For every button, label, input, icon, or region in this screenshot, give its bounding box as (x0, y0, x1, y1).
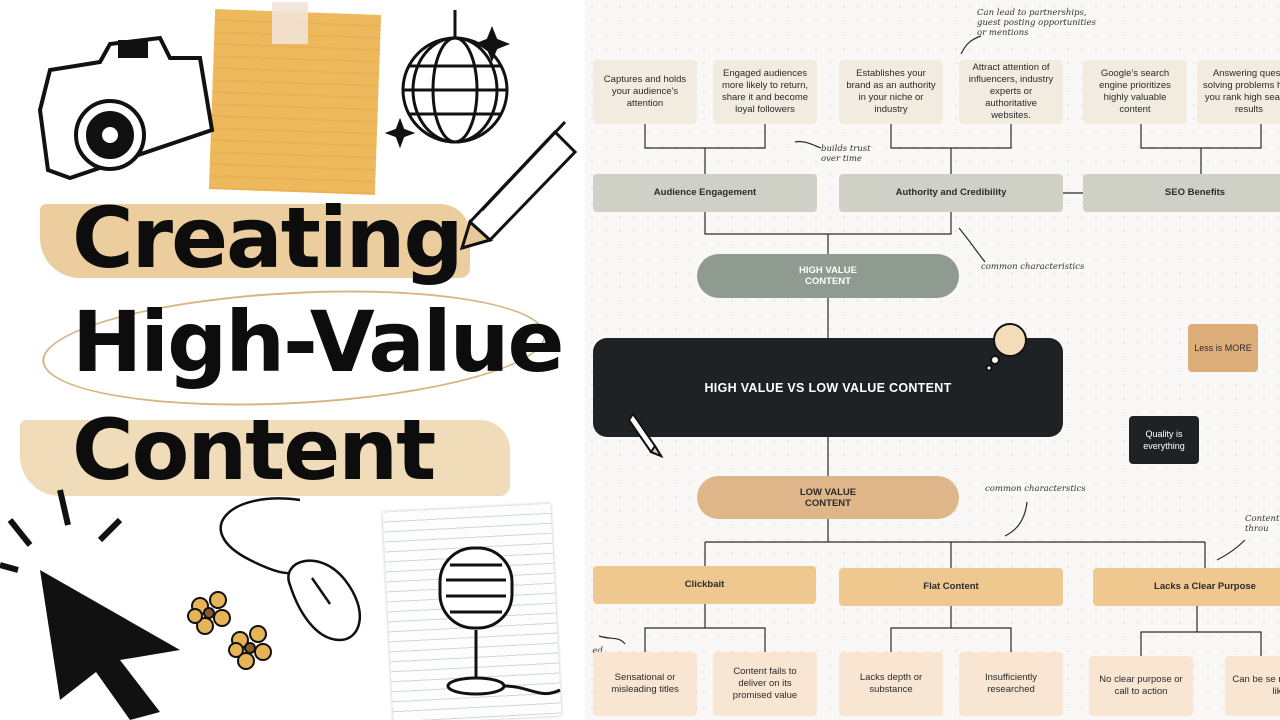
high-value-pill: HIGH VALUE CONTENT (697, 254, 959, 298)
high-leaf: Attract attention of influencers, indust… (959, 60, 1063, 124)
computer-mouse-icon (219, 497, 362, 642)
low-category: Lacks a Clear Purpose (1093, 568, 1280, 606)
brush-stroke (20, 420, 510, 496)
low-leaf: Can be se random or lik (1225, 656, 1280, 716)
high-leaf: Establishes your brand as an authority i… (839, 60, 943, 124)
title-line-3: Content (72, 401, 436, 499)
low-value-pill: LOW VALUE CONTENT (697, 476, 959, 519)
side-note-less-is-more: Less is MORE (1188, 324, 1258, 372)
flower-icon (187, 591, 272, 670)
cursor-arrow-icon (0, 489, 180, 720)
title-line-2: High-Value (72, 293, 564, 391)
side-note-quality: Quality is everything (1129, 416, 1199, 464)
brush-stroke (40, 204, 470, 278)
annotation-trust: builds trust over time (821, 144, 871, 164)
high-category: SEO Benefits (1083, 174, 1280, 212)
mind-map-canvas: Can lead to partnerships, guest posting … (585, 0, 1280, 720)
low-leaf: Sensational or misleading titles (593, 652, 697, 716)
low-leaf: Lacks depth or substance (839, 652, 943, 716)
low-leaf: Content fails to deliver on its promised… (713, 652, 817, 716)
title-line-1: Creating (72, 189, 464, 287)
annotation-common-low: common characterstics (985, 484, 1086, 494)
annotation-content-through: Content throu (1245, 514, 1280, 534)
low-leaf: No clear purpose or call to action (1089, 656, 1193, 716)
low-leaf: Insufficiently researched (959, 652, 1063, 716)
high-category: Audience Engagement (593, 174, 817, 212)
high-leaf: Google's search engine prioritizes highl… (1083, 60, 1187, 124)
pencil-icon (627, 412, 664, 459)
annotation-ed: ed (592, 646, 603, 656)
high-leaf: Captures and holds your audience's atten… (593, 60, 697, 124)
title-panel: Creating High-Value Content (0, 0, 585, 720)
pencil-icon (459, 120, 578, 251)
tape-icon (272, 2, 308, 44)
doodles (0, 10, 578, 720)
disco-ball-icon (384, 10, 511, 149)
thought-bubble-icon (985, 323, 1027, 372)
annotation-partnerships: Can lead to partnerships, guest posting … (977, 8, 1096, 38)
low-category: Clickbait (593, 566, 816, 604)
camera-icon (37, 35, 215, 181)
high-category: Authority and Credibility (839, 174, 1063, 212)
high-leaf: Engaged audiences more likely to return,… (713, 60, 817, 124)
microphone-icon (438, 546, 561, 696)
low-category: Flat Content (839, 568, 1063, 606)
high-leaf: Answering questi solving problems help y… (1197, 60, 1280, 124)
annotation-common-high: common characteristics (981, 262, 1085, 272)
connector-lines (598, 35, 1262, 656)
center-node: HIGH VALUE VS LOW VALUE CONTENT (593, 338, 1063, 437)
